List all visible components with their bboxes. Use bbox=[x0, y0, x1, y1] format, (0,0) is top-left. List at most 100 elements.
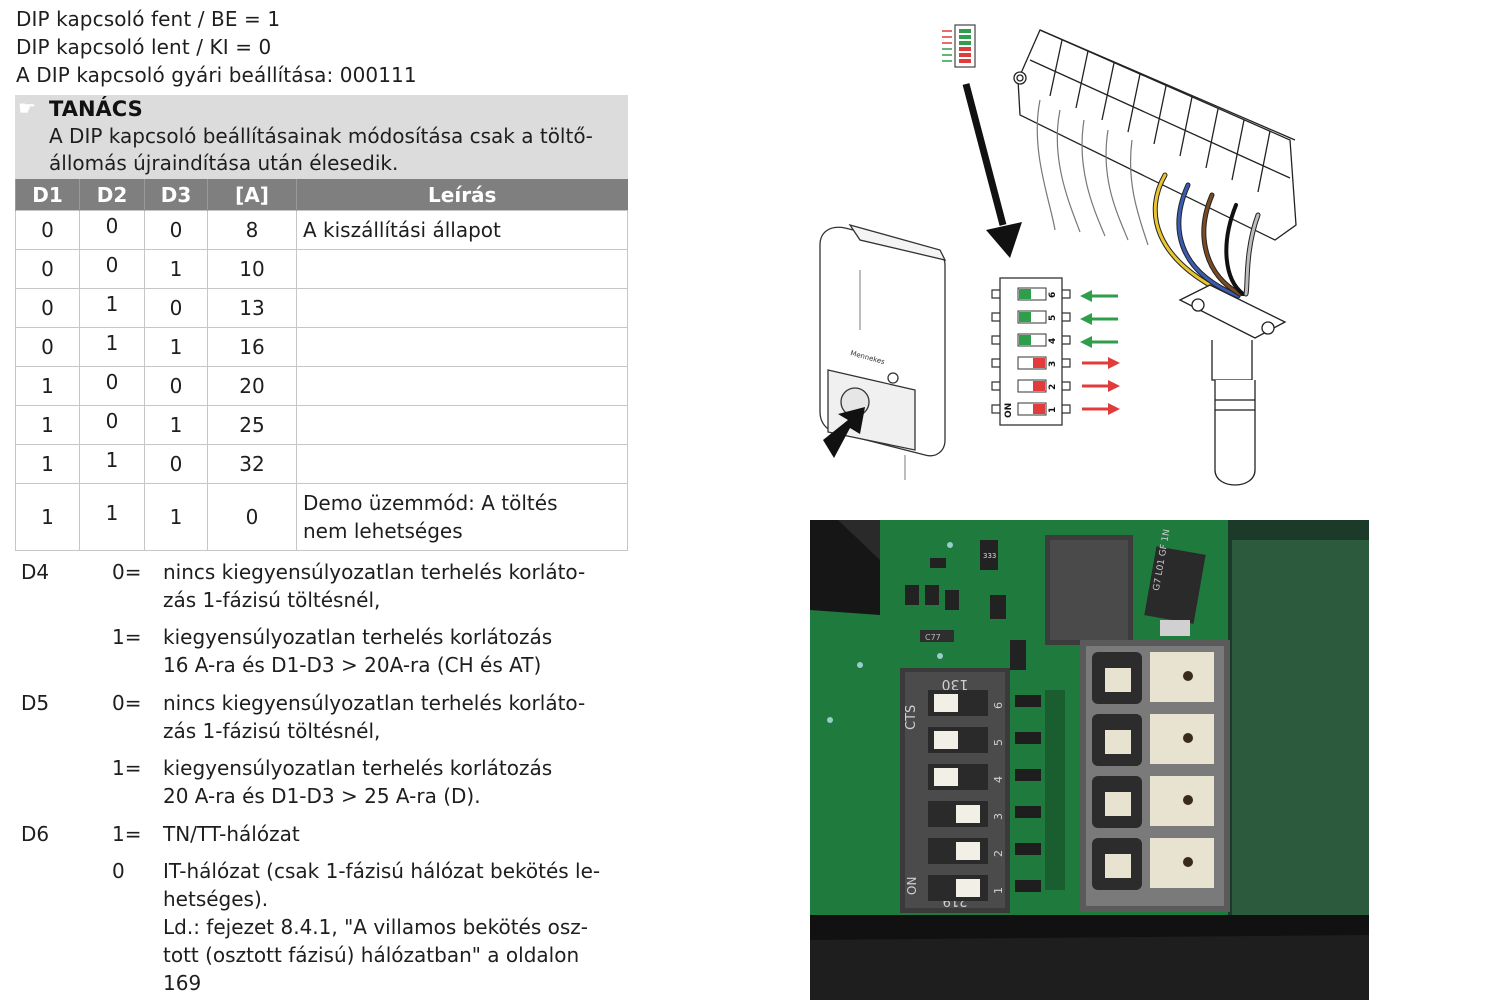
text-line: 16 A-ra és D1-D3 > 20A-ra (CH és AT) bbox=[163, 653, 542, 677]
cell-d2-value: 1 bbox=[105, 501, 119, 525]
cell-d2-value: 1 bbox=[105, 448, 119, 472]
setting-label-d4: D4 bbox=[21, 560, 50, 584]
table-row: 1 0 0 20 bbox=[15, 366, 628, 406]
cell-d2-value: 0 bbox=[105, 409, 119, 433]
terminal-block bbox=[1013, 29, 1297, 241]
setting-text-d4-1: kiegyensúlyozatlan terhelés korlátozás 1… bbox=[163, 623, 633, 679]
switch-number-5: 5 bbox=[992, 739, 1005, 746]
resistor-array bbox=[1015, 690, 1065, 892]
table-row: 0 0 0 8 A kiszállítási állapot bbox=[15, 210, 628, 250]
cell-d1: 0 bbox=[15, 210, 80, 250]
text-line: zás 1-fázisú töltésnél, bbox=[163, 719, 381, 743]
cell-d2: 1 bbox=[79, 288, 145, 328]
setting-value-d5-0: 0= bbox=[112, 691, 142, 715]
column-header-ampere: [A] bbox=[207, 179, 297, 211]
switch-slots bbox=[1017, 287, 1047, 416]
cell-d3: 0 bbox=[144, 288, 208, 328]
setting-text-d6-1: TN/TT-hálózat bbox=[163, 820, 633, 848]
cell-d2: 0 bbox=[79, 366, 145, 406]
table-row: 1 1 0 32 bbox=[15, 444, 628, 484]
switch-number-2: 2 bbox=[1048, 384, 1058, 390]
tip-box: ☛ TANÁCS A DIP kapcsoló beállításainak m… bbox=[15, 95, 628, 179]
table-row: 0 1 0 13 bbox=[15, 288, 628, 328]
cell-d1: 0 bbox=[15, 249, 80, 289]
switch-number-5: 5 bbox=[1048, 315, 1058, 321]
capacitor-label: C77 bbox=[925, 633, 941, 642]
document-column: DIP kapcsoló fent / BE = 1 DIP kapcsoló … bbox=[0, 0, 640, 1000]
table-row: 1 1 1 0 Demo üzemmód: A töltés nem lehet… bbox=[15, 483, 628, 551]
switch-number-1: 1 bbox=[1048, 407, 1058, 413]
cell-ampere: 8 bbox=[207, 210, 297, 250]
cell-description-line-1: Demo üzemmód: A töltés bbox=[303, 491, 558, 515]
text-line: 169 bbox=[163, 971, 202, 995]
tip-text-line-2: állomás újraindítása után élesedik. bbox=[49, 151, 399, 175]
column-header-d3: D3 bbox=[144, 179, 208, 211]
cell-d1: 1 bbox=[15, 405, 80, 445]
black-component bbox=[810, 520, 880, 615]
cell-d1: 0 bbox=[15, 327, 80, 367]
cell-d3: 1 bbox=[144, 327, 208, 367]
cell-d2: 1 bbox=[79, 327, 145, 367]
intro-line-2: DIP kapcsoló lent / KI = 0 bbox=[16, 35, 272, 59]
switch-number-6: 6 bbox=[1048, 292, 1058, 298]
cable-gland bbox=[1178, 284, 1287, 486]
cell-d2-value: 1 bbox=[105, 292, 119, 316]
cell-description bbox=[296, 405, 628, 445]
red-arrow-icons bbox=[1082, 357, 1120, 415]
colored-wires bbox=[1152, 172, 1261, 301]
cell-d2: 0 bbox=[79, 249, 145, 289]
cell-ampere: 10 bbox=[207, 249, 297, 289]
cell-d3: 0 bbox=[144, 444, 208, 484]
cell-d1: 0 bbox=[15, 288, 80, 328]
tip-title: TANÁCS bbox=[49, 97, 143, 121]
text-line: kiegyensúlyozatlan terhelés korlátozás bbox=[163, 625, 553, 649]
switch-number-4: 4 bbox=[1048, 338, 1058, 344]
setting-label-d6: D6 bbox=[21, 822, 50, 846]
pointer-arrow-icon bbox=[962, 83, 1022, 258]
smd-components: 333 C77 bbox=[827, 540, 1026, 723]
cell-d2-value: 1 bbox=[105, 331, 119, 355]
switch-slots-photo bbox=[928, 690, 988, 901]
wiring-diagram: Mennekes 6 5 bbox=[819, 24, 1297, 486]
setting-label-d5: D5 bbox=[21, 691, 50, 715]
cell-ampere: 0 bbox=[207, 483, 297, 551]
cell-d1: 1 bbox=[15, 366, 80, 406]
cell-ampere: 20 bbox=[207, 366, 297, 406]
text-line: 20 A-ra és D1-D3 > 25 A-ra (D). bbox=[163, 784, 481, 808]
cell-d2-value: 0 bbox=[105, 253, 119, 277]
cell-description: Demo üzemmód: A töltés nem lehetséges bbox=[296, 483, 628, 551]
text-line: nincs kiegyensúlyozatlan terhelés korlát… bbox=[163, 560, 586, 584]
dip-switch-physical: 130 219 CTS ON 6 5 4 3 2 1 bbox=[900, 668, 1010, 913]
cell-description bbox=[296, 249, 628, 289]
cell-ampere: 13 bbox=[207, 288, 297, 328]
switch-number-labels: 6 5 4 3 2 1 ON bbox=[1004, 292, 1058, 418]
top-code-label: 130 bbox=[942, 676, 969, 692]
cell-d3: 1 bbox=[144, 249, 208, 289]
text-line: Ld.: fejezet 8.4.1, "A villamos bekötés … bbox=[163, 915, 588, 939]
pointer-arrow-icon bbox=[823, 407, 865, 458]
small-dip-switch-icon bbox=[942, 24, 976, 68]
cell-d3: 0 bbox=[144, 366, 208, 406]
text-line: nincs kiegyensúlyozatlan terhelés korlát… bbox=[163, 691, 586, 715]
dip-switch-enlarged: 6 5 4 3 2 1 ON bbox=[991, 277, 1071, 426]
cell-description bbox=[296, 327, 628, 367]
cts-label: CTS bbox=[904, 705, 919, 730]
switch-number-3: 3 bbox=[992, 813, 1005, 820]
setting-value-d4-0: 0= bbox=[112, 560, 142, 584]
table-row: 1 0 1 25 bbox=[15, 405, 628, 445]
wallbox-illustration: Mennekes bbox=[819, 223, 947, 480]
setting-text-d5-1: kiegyensúlyozatlan terhelés korlátozás 2… bbox=[163, 754, 633, 810]
dip-switch-table: D1 D2 D3 [A] Leírás 0 0 0 8 A kiszállítá… bbox=[15, 179, 628, 551]
text-line: hetséges). bbox=[163, 887, 269, 911]
cell-d2: 1 bbox=[79, 444, 145, 484]
table-row: 0 1 1 16 bbox=[15, 327, 628, 367]
setting-value-d4-1: 1= bbox=[112, 625, 142, 649]
chip-label: 333 bbox=[983, 552, 996, 560]
cell-ampere: 16 bbox=[207, 327, 297, 367]
cell-description-line-2: nem lehetséges bbox=[303, 519, 463, 543]
cell-d1: 1 bbox=[15, 483, 80, 551]
cell-description bbox=[296, 444, 628, 484]
cell-ampere: 25 bbox=[207, 405, 297, 445]
table-header-row: D1 D2 D3 [A] Leírás bbox=[15, 179, 628, 211]
pcb-photo: 333 C77 G7 L01 GF 1N 130 219 CTS ON bbox=[810, 520, 1369, 1000]
